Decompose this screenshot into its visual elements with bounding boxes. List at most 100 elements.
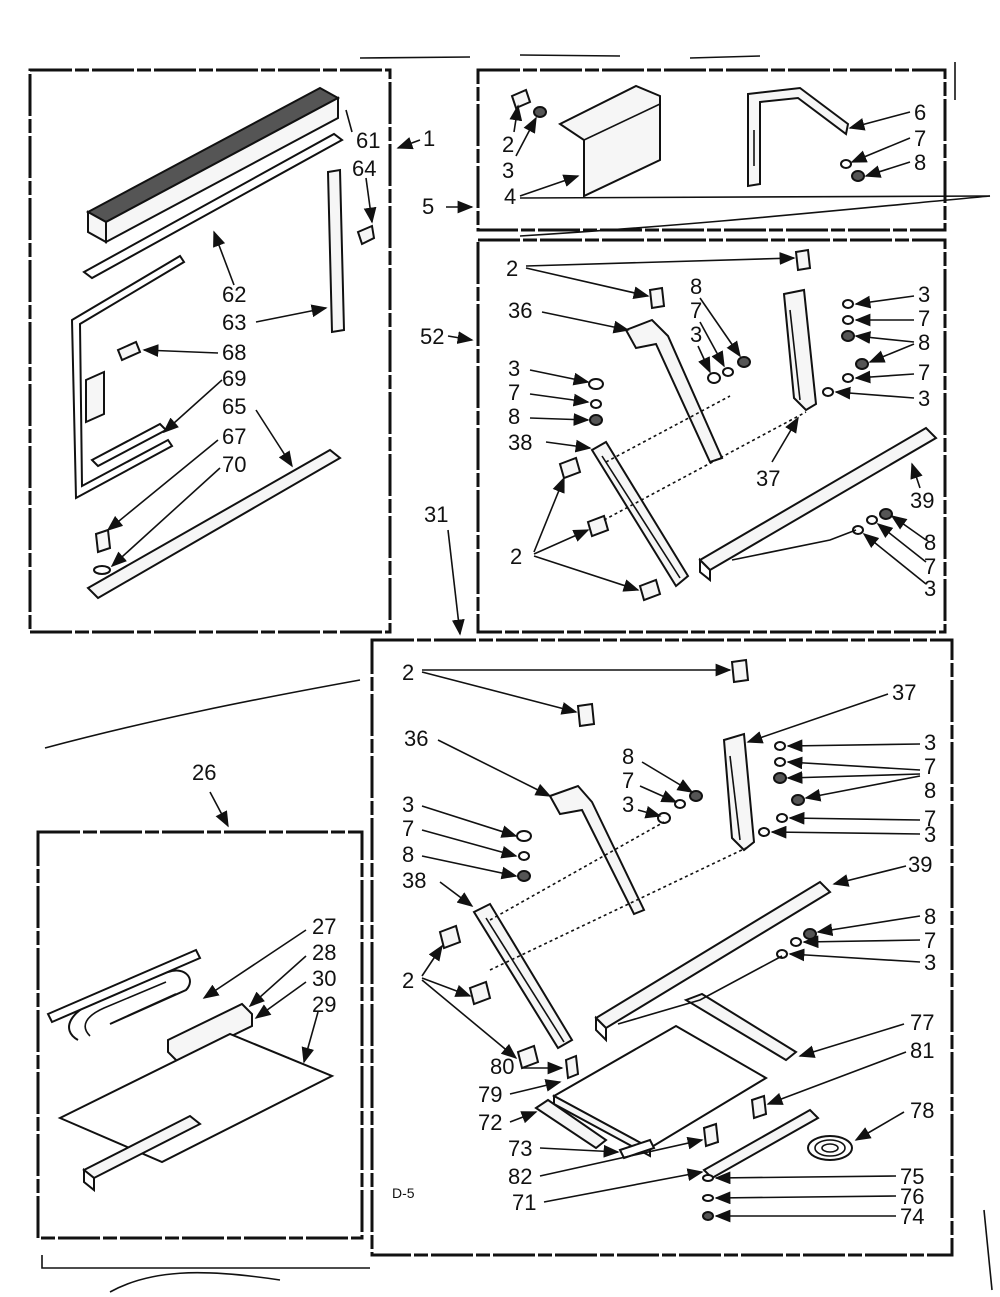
label-81: 81	[910, 1038, 934, 1063]
label-3-p31-left: 3	[402, 792, 414, 817]
leader-78	[854, 1111, 905, 1141]
part-72-rail	[534, 1098, 608, 1150]
leader-4b	[519, 195, 991, 199]
leader-61	[345, 109, 353, 133]
leader-63	[255, 304, 328, 323]
part-7-washer-p31-c	[774, 757, 786, 767]
leader-36-p31	[437, 739, 552, 797]
part-37-bracket-p31-edge	[729, 755, 741, 841]
label-73: 73	[508, 1136, 532, 1161]
part-78-coil-mid	[814, 1139, 846, 1157]
part-2-screw-p31-a	[576, 702, 596, 728]
leader-8-p52-r3	[890, 515, 927, 541]
leader-37-p52	[771, 416, 799, 463]
label-8-p31-left: 8	[402, 842, 414, 867]
label-67: 67	[222, 424, 246, 449]
part-angle-rail-p26-face	[83, 1167, 95, 1193]
leader-3-p31-r3	[788, 948, 921, 963]
label-7-p52-r1: 7	[918, 306, 930, 331]
label-80: 80	[490, 1054, 514, 1079]
part-2-screw-p52-c	[558, 456, 582, 480]
leader-2-p52-e	[533, 555, 640, 592]
part-3-washer-p31-d	[758, 827, 770, 837]
leader-8-p31-top	[641, 761, 694, 793]
leader-38-p31	[439, 881, 474, 907]
label-2-p5: 2	[502, 132, 514, 157]
label-29: 29	[312, 992, 336, 1017]
label-28: 28	[312, 940, 336, 965]
leader-3-p31-top	[637, 806, 662, 819]
leader-7-p31-r1	[786, 756, 921, 771]
panel-26-frame	[36, 830, 364, 1240]
leader-30	[254, 981, 307, 1019]
part-8-nut-p31-d	[791, 794, 805, 806]
part-75-washer	[702, 1174, 714, 1182]
label-75: 75	[900, 1164, 924, 1189]
leader-7-p5	[850, 137, 911, 163]
leader-3-p31-r2	[770, 825, 921, 839]
label-68: 68	[222, 340, 246, 365]
figure-code: D-5	[392, 1185, 415, 1201]
part-70-washer	[93, 565, 111, 575]
label-7-p31-r2: 7	[924, 806, 936, 831]
part-2-screw-p31-b	[730, 658, 750, 684]
part-8-nut-p52-b	[737, 356, 751, 368]
outer-corner-mark	[41, 1255, 370, 1269]
leader-3-p52-r2	[834, 386, 915, 400]
leader-2-p31-c	[421, 944, 443, 977]
leader-2-p52-c	[533, 476, 565, 553]
label-27: 27	[312, 914, 336, 939]
part-6-angle-bracket	[747, 86, 850, 188]
label-3-p31-r3: 3	[924, 950, 936, 975]
label-3-p31-top: 3	[622, 792, 634, 817]
part-2-screw-p31-e	[516, 1044, 540, 1070]
part-8-nut-p31-e	[803, 928, 817, 940]
label-7-p31-r1: 7	[924, 754, 936, 779]
label-3-p52-r1: 3	[918, 282, 930, 307]
label-8-p52-top: 8	[690, 274, 702, 299]
leader-68	[142, 344, 219, 357]
label-2-p52-bottom: 2	[510, 544, 522, 569]
label-7-p52-r2: 7	[918, 360, 930, 385]
panel-52-frame	[476, 238, 947, 634]
part-37-bracket-p52-edge	[789, 309, 801, 401]
label-3-p52-top: 3	[690, 322, 702, 347]
part-7-washer-p52-e	[866, 515, 878, 525]
label-7-p5: 7	[914, 126, 926, 151]
leader-39-p52	[910, 462, 923, 489]
label-78: 78	[910, 1098, 934, 1123]
label-36-p31: 36	[404, 726, 428, 751]
panel-31-frame	[370, 638, 954, 1257]
part-61-top-channel-side	[105, 96, 339, 244]
part-79-board-edge	[553, 1094, 651, 1158]
leader-2-p52-b	[525, 252, 796, 267]
part-2-screw-p31-d	[468, 980, 492, 1006]
leader-39-p31	[832, 865, 907, 887]
scan-stroke-right	[519, 195, 991, 237]
label-8-p52-r3: 8	[924, 530, 936, 555]
part-3-washer-p5	[533, 106, 547, 118]
label-7-p31-left: 7	[402, 816, 414, 841]
part-7-washer-p52-a	[590, 399, 602, 409]
leader-2-p31-d	[421, 977, 472, 997]
part-8-nut-p31-c	[773, 772, 787, 784]
part-8-nut-p52-e	[879, 508, 893, 520]
leader-8-p5	[864, 161, 911, 178]
label-30: 30	[312, 966, 336, 991]
label-82: 82	[508, 1164, 532, 1189]
label-3-p52-r3: 3	[924, 576, 936, 601]
part-82-screw	[702, 1122, 720, 1148]
leader-69	[162, 379, 223, 434]
part-2-screw-p52-a	[648, 286, 666, 310]
part-8-nut-p52-a	[589, 414, 603, 426]
leader-64	[363, 177, 377, 224]
leader-82	[539, 1136, 704, 1177]
leader-3-p31-r1	[786, 739, 921, 753]
part-frame-bracket	[85, 370, 105, 424]
leader-26	[209, 791, 229, 828]
leader-7-p52-left	[529, 393, 590, 407]
leader-81	[766, 1051, 907, 1105]
label-65: 65	[222, 394, 246, 419]
label-62: 62	[222, 282, 246, 307]
scan-stroke-edge	[983, 1209, 993, 1291]
